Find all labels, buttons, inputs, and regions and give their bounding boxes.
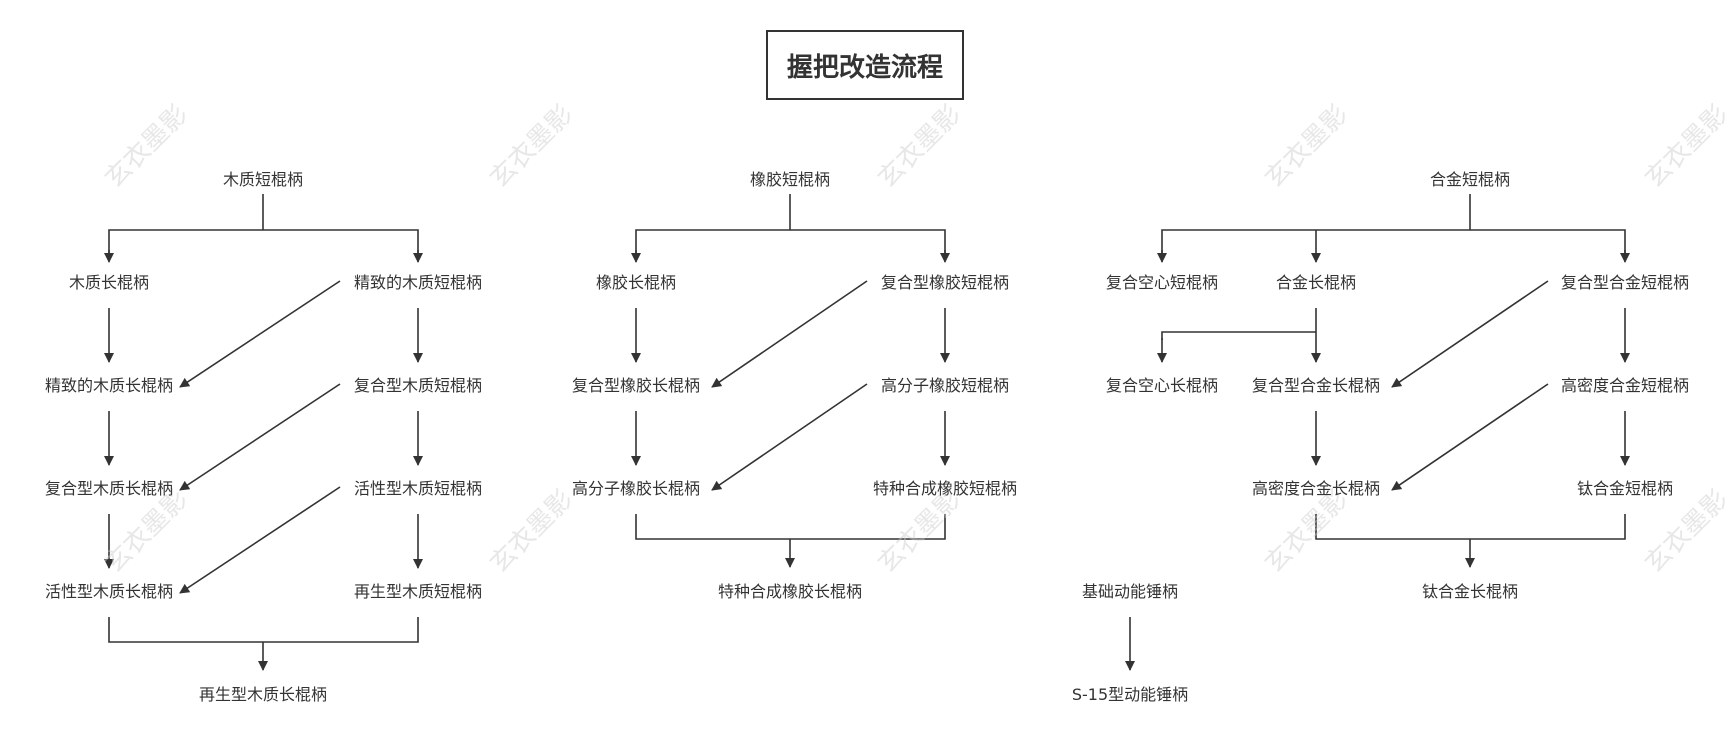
node-wood-fine-long: 精致的木质长棍柄 bbox=[44, 376, 174, 395]
node-wood-regen-long: 再生型木质长棍柄 bbox=[198, 685, 328, 704]
node-hollow-short: 复合空心短棍柄 bbox=[1105, 273, 1219, 292]
node-hammer-s15: S-15型动能锤柄 bbox=[1071, 685, 1189, 704]
node-rubber-poly-short: 高分子橡胶短棍柄 bbox=[880, 376, 1010, 395]
node-rubber-long: 橡胶长棍柄 bbox=[595, 273, 677, 292]
node-rubber-comp-short: 复合型橡胶短棍柄 bbox=[880, 273, 1010, 292]
node-rubber-synth-long: 特种合成橡胶长棍柄 bbox=[717, 582, 863, 601]
node-wood-comp-short: 复合型木质短棍柄 bbox=[353, 376, 483, 395]
node-rubber-short: 橡胶短棍柄 bbox=[749, 170, 831, 189]
page-title: 握把改造流程 bbox=[766, 30, 964, 100]
node-wood-fine-short: 精致的木质短棍柄 bbox=[353, 273, 483, 292]
node-hollow-long: 复合空心长棍柄 bbox=[1105, 376, 1219, 395]
arrow-diagonal bbox=[179, 383, 341, 491]
node-wood-comp-long: 复合型木质长棍柄 bbox=[44, 479, 174, 498]
node-hammer-basic: 基础动能锤柄 bbox=[1081, 582, 1179, 601]
node-alloy-dense-long: 高密度合金长棍柄 bbox=[1251, 479, 1381, 498]
node-wood-long: 木质长棍柄 bbox=[68, 273, 150, 292]
arrow-diagonal bbox=[711, 383, 868, 491]
connector-merge bbox=[635, 514, 946, 540]
node-alloy-short: 合金短棍柄 bbox=[1429, 170, 1511, 189]
connector-branch bbox=[108, 229, 419, 256]
arrow-diagonal bbox=[179, 486, 341, 594]
node-ti-short: 钛合金短棍柄 bbox=[1576, 479, 1674, 498]
node-rubber-poly-long: 高分子橡胶长棍柄 bbox=[571, 479, 701, 498]
arrow-diagonal bbox=[179, 280, 341, 388]
arrow-diagonal bbox=[1391, 280, 1549, 388]
node-rubber-comp-long: 复合型橡胶长棍柄 bbox=[571, 376, 701, 395]
node-alloy-comp-short: 复合型合金短棍柄 bbox=[1560, 273, 1690, 292]
node-alloy-dense-short: 高密度合金短棍柄 bbox=[1560, 376, 1690, 395]
arrow-diagonal bbox=[711, 280, 868, 388]
node-wood-short: 木质短棍柄 bbox=[222, 170, 304, 189]
node-alloy-comp-long: 复合型合金长棍柄 bbox=[1251, 376, 1381, 395]
node-rubber-synth-short: 特种合成橡胶短棍柄 bbox=[872, 479, 1018, 498]
node-alloy-long: 合金长棍柄 bbox=[1275, 273, 1357, 292]
connector-merge bbox=[108, 617, 419, 643]
connector-branch bbox=[635, 229, 946, 256]
connector-branch bbox=[1161, 229, 1626, 256]
connector-merge bbox=[1315, 514, 1626, 540]
arrow-diagonal bbox=[1391, 383, 1549, 491]
node-wood-active-short: 活性型木质短棍柄 bbox=[353, 479, 483, 498]
node-wood-regen-short: 再生型木质短棍柄 bbox=[353, 582, 483, 601]
connector-branch bbox=[1161, 331, 1316, 340]
node-ti-long: 钛合金长棍柄 bbox=[1421, 582, 1519, 601]
node-wood-active-long: 活性型木质长棍柄 bbox=[44, 582, 174, 601]
